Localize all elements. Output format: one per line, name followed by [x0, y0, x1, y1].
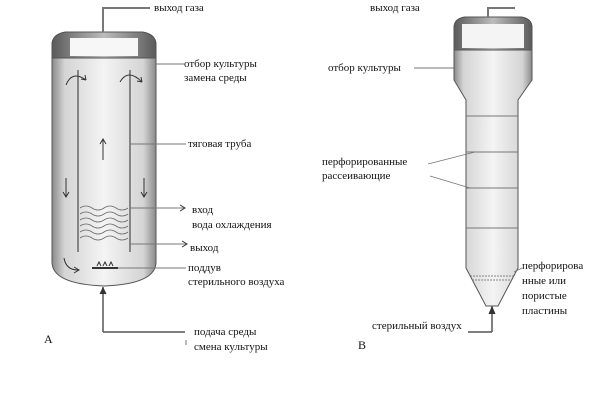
sparging-label: поддув	[188, 262, 221, 274]
cooling-water-label: вода охлаждения	[192, 219, 272, 231]
plates-label-line4: пластины	[522, 305, 568, 317]
perforated-label: перфорированные	[322, 156, 408, 168]
reactor-b	[414, 7, 533, 333]
leader-dispersing-2	[429, 175, 471, 189]
reactor-a-gas-pipe	[102, 7, 150, 32]
gas-outlet-label-a: выход газа	[154, 2, 204, 14]
dispersing-label: рассеивающие	[322, 170, 391, 182]
reactor-a-vessel	[51, 31, 157, 287]
porous-plates	[470, 275, 514, 281]
circulation-arrow-left	[65, 75, 87, 86]
leader-dispersing-1	[427, 151, 476, 165]
bottom-circulation-arrow	[63, 257, 79, 271]
leader-porous-plates	[513, 267, 523, 273]
circulation-arrow-right	[119, 74, 143, 83]
inlet-label: вход	[192, 204, 214, 216]
draft-tube-label: тяговая труба	[188, 138, 252, 150]
sterile-air-label-a: стерильного воздуха	[188, 276, 285, 288]
culture-withdrawal-label-b: отбор культуры	[328, 62, 401, 74]
medium-change-label: замена среды	[184, 72, 247, 84]
reactor-a	[51, 7, 188, 345]
plates-label-line1: перфорирова	[522, 260, 584, 272]
outlet-label: выход	[190, 242, 219, 254]
plates-label-line2: нные или	[522, 275, 567, 287]
culture-withdrawal-label-a: отбор культуры	[184, 58, 257, 70]
sterile-air-label-b: стерильный воздух	[372, 320, 462, 332]
medium-supply-label: подача среды	[194, 326, 257, 338]
cooling-coil	[79, 205, 129, 241]
reactor-a-letter: A	[44, 332, 53, 346]
reactor-b-gas-pipe	[487, 7, 515, 17]
reactor-b-upper-vessel	[453, 16, 533, 307]
reactor-b-letter: B	[358, 338, 367, 352]
gas-outlet-label-b: выход газа	[370, 2, 420, 14]
plates-label-line3: пористые	[522, 290, 567, 302]
culture-change-label: смена культуры	[194, 341, 268, 353]
